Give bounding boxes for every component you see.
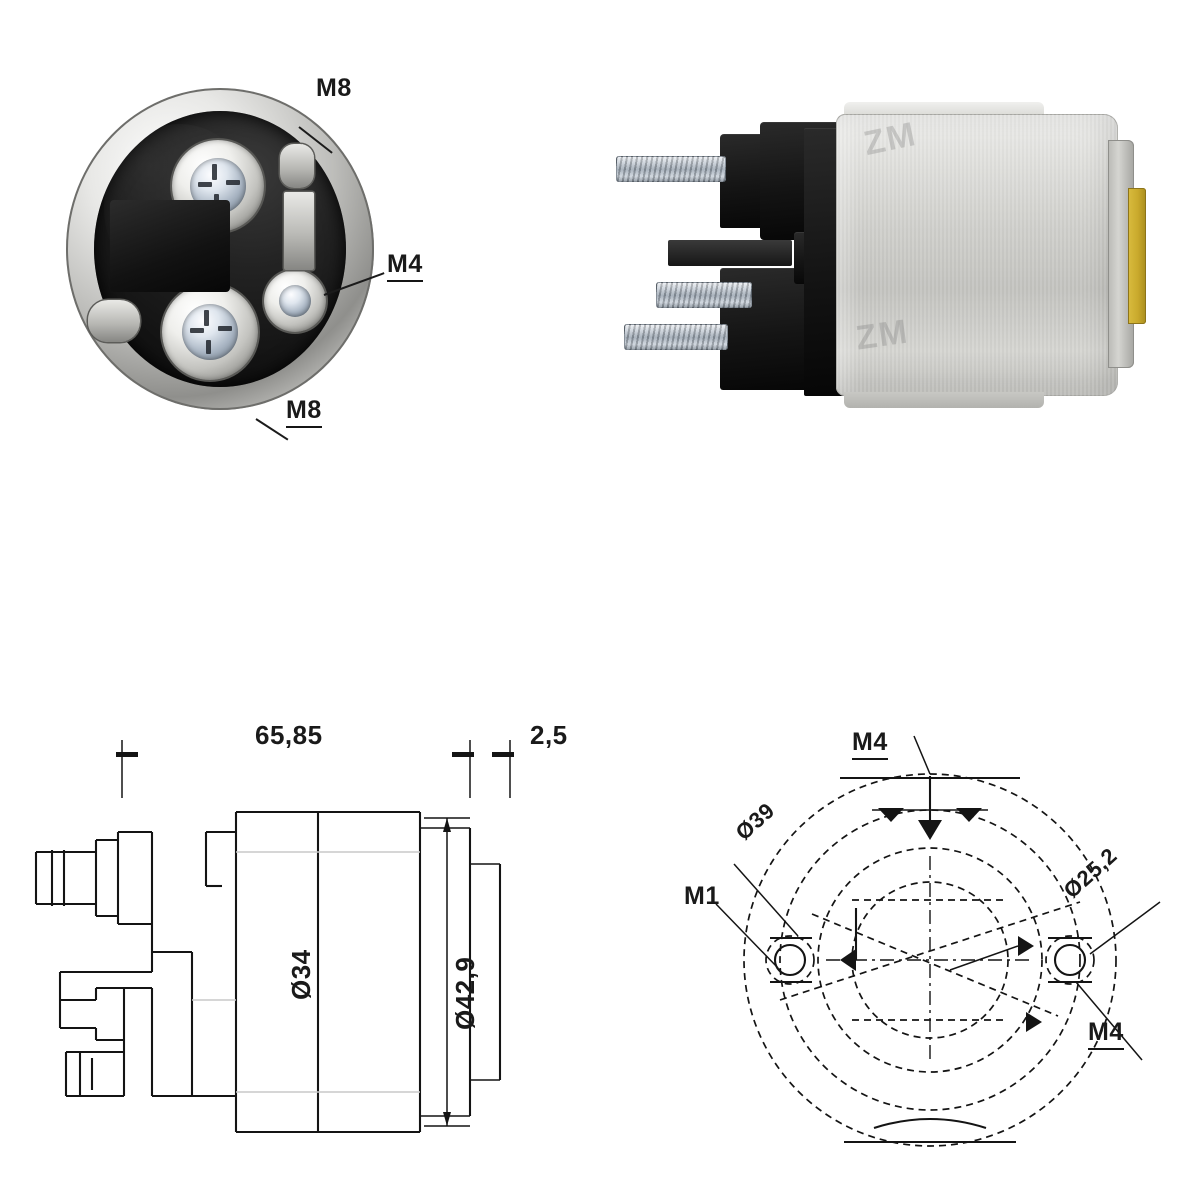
dim-left-thread: M1: [684, 882, 720, 910]
side-section-drawing: 65,85 2,5 Ø34 Ø42,9: [0, 700, 580, 1170]
stud-nick: [204, 310, 209, 326]
contact-bar-strip: [284, 192, 314, 270]
terminal-stud-small: [264, 270, 326, 332]
stud-nick: [218, 326, 232, 331]
face-block-shadow: [110, 200, 230, 292]
stud-nick: [206, 340, 211, 354]
solenoid-body: [836, 114, 1118, 396]
annotation-m8-bottom-leader: [255, 418, 289, 441]
terminal-stud-lower: [162, 284, 258, 380]
annotation-m4-right: M4: [387, 252, 423, 282]
dim-body-diameter: Ø34: [286, 949, 316, 1000]
front-face-photo: M8 M4 M8: [66, 76, 423, 441]
side-profile-photo: ZM ZM: [608, 92, 1148, 414]
terminal-stud-small-core: [279, 285, 311, 317]
threaded-stud-lower: [624, 324, 728, 350]
dim-plate-thickness: 2,5: [530, 720, 568, 750]
stud-nick: [190, 328, 204, 333]
dim-bottom-right-thread: M4: [1088, 1020, 1124, 1050]
brass-terminal-cap: [1128, 188, 1146, 324]
dim-overall-length: 65,85: [255, 720, 323, 750]
annotation-m8-top: M8: [316, 74, 352, 102]
dim-flange-diameter: Ø42,9: [450, 956, 480, 1030]
stud-nick: [198, 182, 212, 187]
annotation-m8-bottom: M8: [286, 398, 322, 428]
threaded-stud-middle: [656, 282, 752, 308]
threaded-stud-upper: [616, 156, 726, 182]
end-view-drawing: M4 Ø39 M1 Ø25,2 M4: [660, 700, 1180, 1170]
flat-tab-terminal: [668, 240, 792, 266]
contact-bar-upper: [280, 144, 314, 188]
body-bottom-edge: [844, 392, 1044, 408]
stud-nick: [226, 180, 240, 185]
dim-top-thread: M4: [852, 730, 888, 760]
stud-nick: [212, 164, 217, 180]
contact-bar-left: [88, 300, 140, 342]
